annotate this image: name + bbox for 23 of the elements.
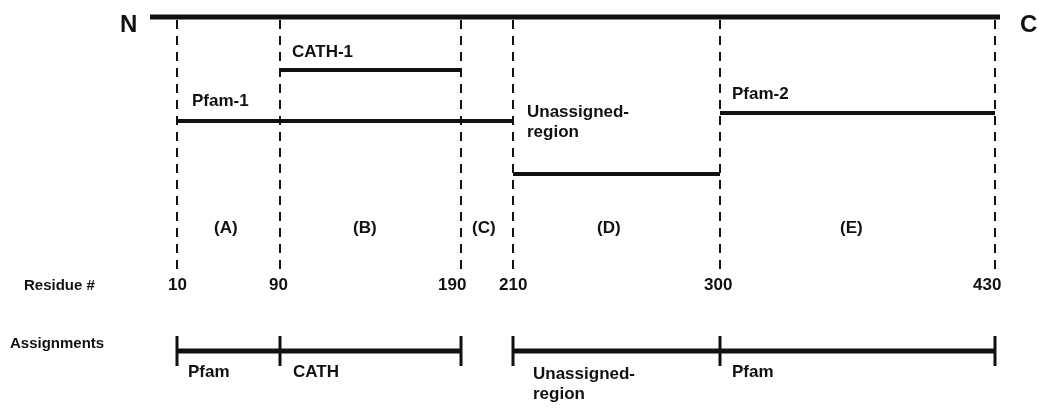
assignment-label: Unassigned-region: [533, 364, 637, 404]
residue-number: 430: [973, 275, 1002, 295]
axis-label: Residue #: [24, 275, 95, 294]
residue-number: 190: [438, 275, 467, 295]
domain-label: Unassigned-region: [527, 102, 631, 142]
row-label: Assignments: [10, 333, 105, 352]
residue-number: 10: [168, 275, 187, 295]
region-label: (A): [214, 218, 238, 238]
assignment-label: CATH: [293, 362, 339, 382]
residue-number: 210: [499, 275, 528, 295]
residue-number: 300: [704, 275, 733, 295]
domain-label: CATH-1: [292, 42, 354, 62]
terminus-label: N: [120, 10, 138, 38]
domain-label: Pfam-2: [732, 84, 789, 104]
assignment-label: Pfam: [732, 362, 774, 382]
region-label: (B): [353, 218, 377, 238]
terminus-label: C: [1020, 10, 1038, 38]
residue-number: 90: [269, 275, 288, 295]
region-label: (E): [840, 218, 863, 238]
region-label: (D): [597, 218, 621, 238]
domain-label: Pfam-1: [192, 91, 249, 111]
assignment-label: Pfam: [188, 362, 230, 382]
region-label: (C): [472, 218, 496, 238]
